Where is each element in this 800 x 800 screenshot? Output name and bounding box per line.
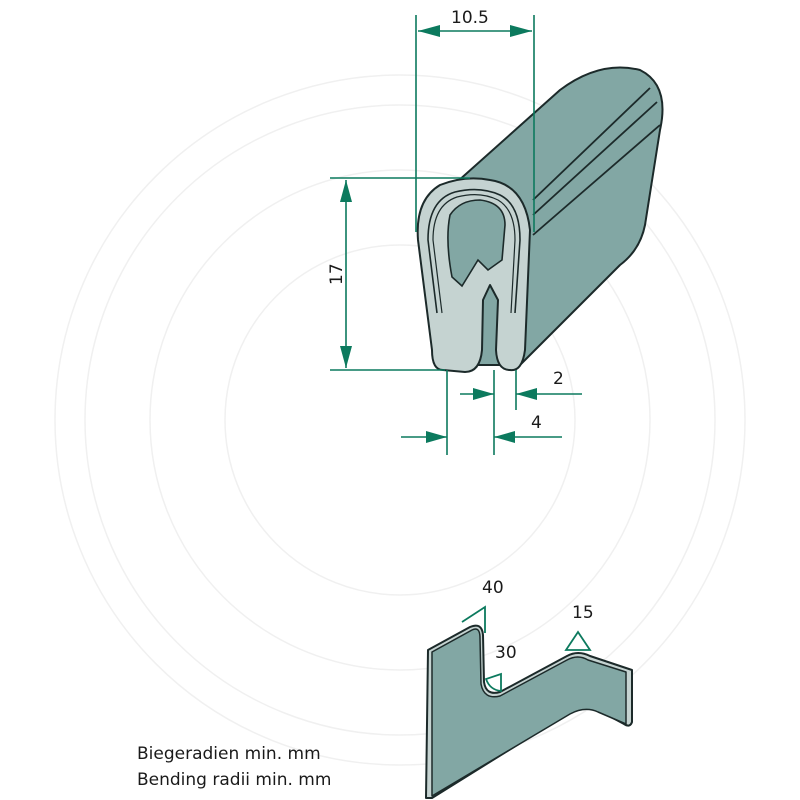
radius-labels: 40 30 15	[482, 578, 594, 663]
caption-english: Bending radii min. mm	[137, 770, 332, 790]
radius-label-40: 40	[482, 578, 504, 598]
radius-marker-15	[564, 630, 592, 651]
radius-marker-40	[461, 605, 486, 633]
radius-markers	[461, 605, 592, 692]
caption-german: Biegeradien min. mm	[137, 744, 321, 764]
edge-profile	[416, 66, 664, 373]
dim-slot-wall-label: 2	[553, 369, 564, 389]
dim-height-label: 17	[327, 263, 347, 285]
radius-label-30: 30	[495, 643, 517, 663]
dim-slot-gap-label: 4	[531, 413, 542, 433]
dimension-labels: 10.5 17 2 4	[327, 8, 564, 433]
dim-width-label: 10.5	[451, 8, 489, 28]
bending-shape	[425, 624, 633, 799]
radius-marker-30	[484, 672, 502, 692]
dimension-lines	[330, 15, 582, 455]
radius-label-15: 15	[572, 603, 594, 623]
watermark	[54, 74, 746, 766]
caption: Biegeradien min. mm Bending radii min. m…	[137, 741, 331, 793]
